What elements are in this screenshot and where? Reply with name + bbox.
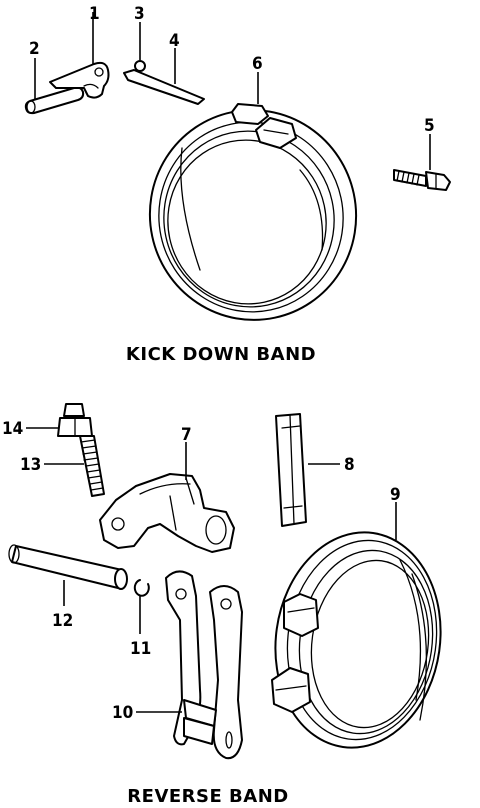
callout-13: 13: [20, 455, 41, 475]
callout-11: 11: [130, 639, 151, 659]
part-1-lever: [49, 61, 110, 99]
part-12-pin: [8, 544, 128, 590]
part-11-snap-ring: [133, 579, 150, 597]
callout-5: 5: [424, 116, 435, 136]
part-6-kickdown-band: [148, 103, 358, 321]
part-4-strut: [123, 69, 205, 105]
callout-4: 4: [169, 31, 180, 51]
callout-6: 6: [252, 54, 263, 74]
callout-2: 2: [29, 39, 40, 59]
callout-1: 1: [89, 4, 100, 24]
callout-8: 8: [344, 455, 355, 475]
callout-10: 10: [112, 703, 133, 723]
callout-14: 14: [2, 419, 23, 439]
callout-3: 3: [134, 4, 145, 24]
part-3-ball: [134, 60, 146, 72]
part-10-link-assembly: [165, 570, 243, 760]
part-7-lever-bracket: [99, 473, 235, 553]
kickdown-leaders: [34, 12, 431, 170]
part-5-adjusting-screw: [393, 169, 451, 191]
part-14-nut: [57, 403, 93, 437]
callout-12: 12: [52, 611, 73, 631]
part-8-strut: [275, 413, 307, 527]
reverse-band-title: REVERSE BAND: [127, 786, 288, 807]
part-9-reverse-band: [271, 531, 442, 749]
callout-7: 7: [181, 425, 192, 445]
kickdown-band-title: KICK DOWN BAND: [126, 344, 316, 365]
part-13-bolt: [79, 435, 105, 497]
callout-9: 9: [390, 485, 401, 505]
reverse-leaders: [26, 427, 397, 713]
